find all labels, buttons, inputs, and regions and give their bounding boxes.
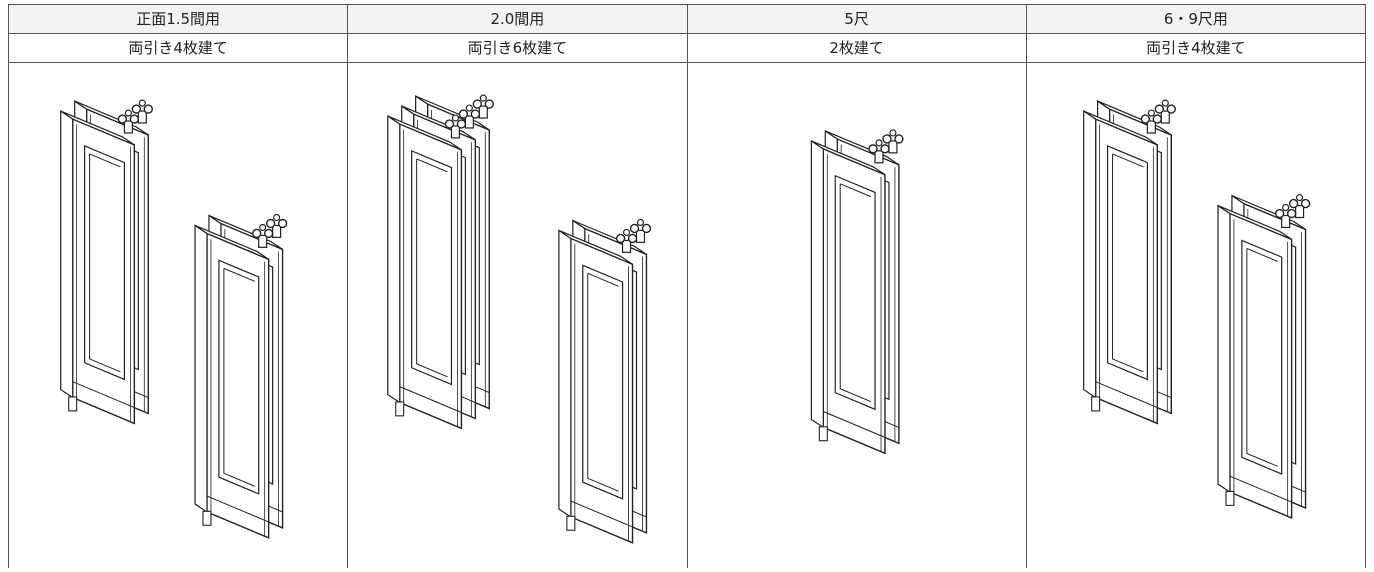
- illustration-cell-3: [686, 62, 1027, 568]
- column-subheading-2: 両引き6枚建て: [347, 33, 688, 63]
- sliding-window-sash-6-panel-icon: [387, 94, 652, 544]
- column-heading-2: 2.0間用: [347, 4, 688, 34]
- illustration-row: [7, 62, 1367, 568]
- sash-panel: [558, 228, 638, 544]
- column-heading-1: 正面1.5間用: [7, 4, 349, 34]
- column-heading-4: 6・9尺用: [1025, 4, 1367, 34]
- sash-panel: [810, 139, 890, 455]
- sash-panel: [194, 223, 274, 539]
- sliding-window-sash-4-panel-icon: [1082, 99, 1310, 519]
- sliding-window-sash-4-panel-icon: [60, 99, 288, 539]
- sash-panel: [1082, 109, 1162, 425]
- heading-row: 正面1.5間用 2.0間用 5尺 6・9尺用: [7, 4, 1367, 34]
- sash-spec-table: 正面1.5間用 2.0間用 5尺 6・9尺用 両引き4枚建て 両引き6枚建て 2…: [7, 4, 1367, 568]
- illustration-cell-1: [7, 62, 349, 568]
- sash-panel: [60, 109, 140, 425]
- column-heading-3: 5尺: [686, 4, 1027, 34]
- sash-group-right: [194, 213, 288, 539]
- column-subheading-3: 2枚建て: [686, 33, 1027, 63]
- illustration-cell-2: [347, 62, 688, 568]
- sash-group-center: [810, 129, 904, 455]
- sliding-window-sash-2-panel-icon: [810, 129, 904, 455]
- sash-group-left: [60, 99, 153, 425]
- sash-panel: [387, 114, 467, 430]
- subheading-row: 両引き4枚建て 両引き6枚建て 2枚建て 両引き4枚建て: [7, 33, 1367, 63]
- column-subheading-1: 両引き4枚建て: [7, 33, 349, 63]
- sash-panel: [1217, 203, 1297, 519]
- sash-group-left: [1082, 99, 1176, 425]
- sash-group-right: [558, 218, 652, 544]
- sash-group-right: [1217, 194, 1310, 519]
- illustration-cell-4: [1025, 62, 1367, 568]
- sash-group-left: [387, 94, 495, 430]
- column-subheading-4: 両引き4枚建て: [1025, 33, 1367, 63]
